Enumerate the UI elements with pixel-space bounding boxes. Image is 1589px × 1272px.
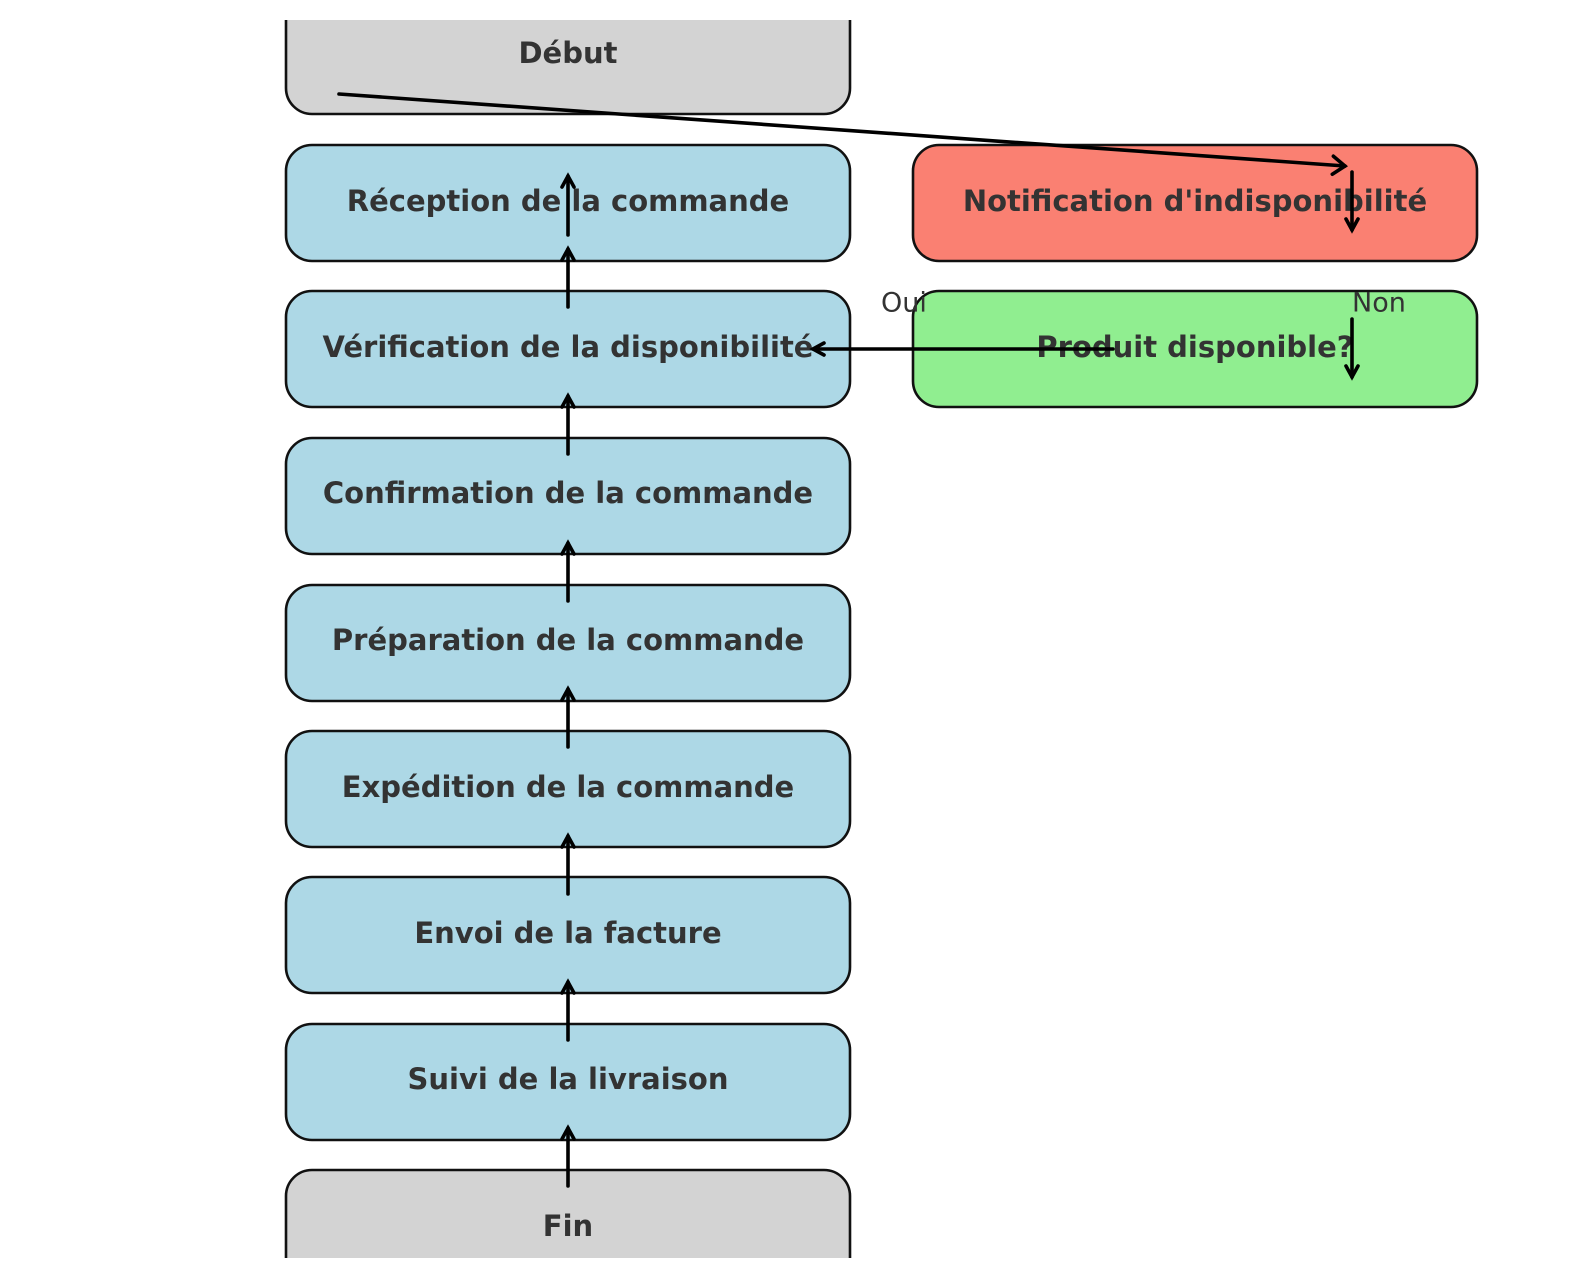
edge-label-non: Non (1352, 288, 1406, 319)
edge-suivi-to-facture (560, 978, 576, 1042)
edge-preparation-to-confirmation (560, 539, 576, 603)
edge-decision-to-verification (809, 341, 1115, 357)
node-debut-label: Début (518, 36, 617, 70)
node-facture-label: Envoi de la facture (414, 916, 721, 950)
edge-reception-to-debut (560, 172, 576, 237)
node-preparation-label: Préparation de la commande (332, 623, 804, 657)
node-confirmation: Confirmation de la commande (284, 436, 852, 556)
edge-expedition-to-preparation (560, 685, 576, 749)
node-notification-box (911, 143, 1479, 263)
node-suivi: Suivi de la livraison (284, 1022, 852, 1142)
node-notification: Notification d'indisponibilité (911, 143, 1479, 263)
edge-label-oui: Oui (881, 288, 927, 319)
node-fin: Fin (284, 1168, 852, 1258)
node-decision: Produit disponible? (911, 289, 1479, 409)
node-confirmation-label: Confirmation de la commande (323, 476, 813, 510)
node-fin-label: Fin (543, 1209, 593, 1243)
node-suivi-label: Suivi de la livraison (408, 1062, 729, 1096)
node-decision-label: Produit disponible? (1036, 330, 1353, 364)
edge-confirmation-to-verification (560, 392, 576, 456)
node-expedition-label: Expédition de la commande (342, 770, 794, 804)
edges (337, 92, 1360, 1188)
node-debut-box (284, 20, 852, 116)
node-verification-label: Vérification de la disponibilité (323, 330, 814, 364)
edge-facture-to-expedition (560, 832, 576, 896)
node-notification-label: Notification d'indisponibilité (963, 184, 1427, 218)
node-facture: Envoi de la facture (284, 875, 852, 995)
edge-verification-to-reception (560, 245, 576, 309)
node-debut: Début (284, 20, 852, 116)
node-expedition: Expédition de la commande (284, 729, 852, 849)
edge-decision-non (1344, 317, 1360, 381)
edge-fin-to-suivi (560, 1124, 576, 1188)
edge-debut-to-notification (337, 92, 1349, 176)
edge-notification-to-decision (1344, 170, 1360, 234)
